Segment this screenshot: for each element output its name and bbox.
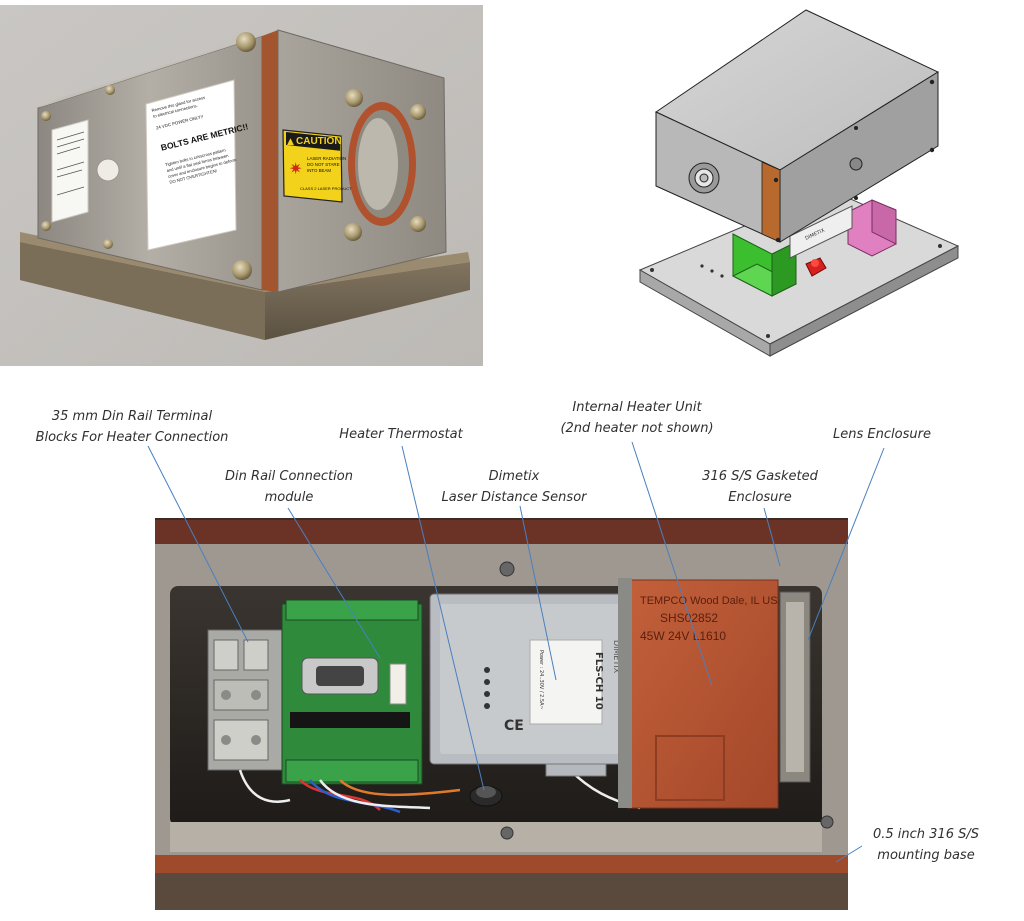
bolt-icon bbox=[105, 85, 115, 95]
cad-render: DIMETIX bbox=[638, 9, 960, 357]
callout-heater-line1: Internal Heater Unit bbox=[572, 400, 702, 415]
dimetix-laser-sensor: FLS-CH 10 Power : 24..30V / 2.5A~ DIMETI… bbox=[429, 593, 631, 777]
heater-label-line: 45W 24V L1610 bbox=[640, 629, 726, 643]
callout-leader-lines bbox=[147, 441, 885, 863]
bolt-icon bbox=[410, 216, 426, 232]
lens-window bbox=[348, 102, 416, 226]
caution-label: CAUTION ▲ ✷ LASER RADIATION DO NOT STARE… bbox=[282, 129, 352, 203]
internal-heater-unit: TEMPCO Wood Dale, IL USA SHS02852 45W 24… bbox=[618, 578, 786, 809]
lens-enclosure bbox=[779, 591, 811, 783]
callout-din-terminal-line1: 35 mm Din Rail Terminal bbox=[52, 409, 213, 424]
leader-dimetix bbox=[519, 505, 557, 681]
din-terminal-blocks bbox=[207, 629, 283, 771]
callout-lens: Lens Enclosure bbox=[833, 427, 931, 442]
bolt-icon bbox=[41, 221, 51, 231]
callout-dimetix-line1: Dimetix bbox=[489, 469, 540, 484]
ce-mark: CE bbox=[504, 718, 524, 734]
bolt-icon bbox=[232, 260, 252, 280]
mounting-base-plate bbox=[20, 232, 470, 340]
small-side-label bbox=[51, 119, 89, 223]
caution-line: INTO BEAM bbox=[307, 168, 331, 173]
callout-din-terminal-line2: Blocks For Heater Connection bbox=[36, 430, 229, 445]
callout-heater-line2: (2nd heater not shown) bbox=[560, 421, 713, 436]
sensor-model-text: FLS-CH 10 bbox=[593, 652, 604, 710]
bolts-metric-label: Remove this gland for access to electric… bbox=[145, 79, 249, 251]
bolt-icon bbox=[236, 32, 256, 52]
callout-din-module-line1: Din Rail Connection bbox=[225, 469, 353, 484]
leader-heater bbox=[631, 441, 713, 687]
warning-triangle-icon: ▲ bbox=[287, 137, 294, 147]
cad-pink-bracket bbox=[847, 199, 897, 257]
leader-din-module bbox=[287, 507, 381, 659]
caution-line: CLASS 2 LASER PRODUCT bbox=[300, 186, 352, 191]
internals-photo: FLS-CH 10 Power : 24..30V / 2.5A~ DIMETI… bbox=[155, 518, 848, 910]
caution-heading: CAUTION bbox=[296, 136, 342, 147]
laser-starburst-icon: ✷ bbox=[289, 159, 302, 178]
bolt-icon bbox=[103, 239, 113, 249]
leader-din-terminal bbox=[147, 445, 249, 643]
callout-dimetix-line2: Laser Distance Sensor bbox=[442, 490, 589, 505]
cad-sensor-body: DIMETIX bbox=[789, 205, 853, 259]
gasket-strip bbox=[262, 30, 278, 292]
callout-labels: 35 mm Din Rail Terminal Blocks For Heate… bbox=[36, 400, 979, 863]
heater-thermostat bbox=[469, 785, 503, 807]
bolt-icon bbox=[41, 111, 51, 121]
enclosure-photo: Remove this gland for access to electric… bbox=[0, 5, 483, 366]
leader-lens bbox=[807, 447, 885, 641]
callout-base-line1: 0.5 inch 316 S/S bbox=[873, 827, 979, 842]
sensor-power-text: Power : 24..30V / 2.5A~ bbox=[538, 650, 544, 710]
sensor-brand-text: DIMETIX bbox=[612, 640, 621, 674]
callout-base-line2: mounting base bbox=[877, 848, 974, 863]
caution-line: DO NOT STARE bbox=[307, 162, 340, 167]
bolt-icon bbox=[344, 223, 362, 241]
callout-thermostat: Heater Thermostat bbox=[339, 427, 463, 442]
bolt-icon bbox=[410, 104, 426, 120]
callout-gasket-line1: 316 S/S Gasketed bbox=[702, 469, 818, 484]
cad-red-fitting bbox=[805, 257, 827, 277]
bolt-icon bbox=[345, 89, 363, 107]
leader-gasket bbox=[763, 507, 781, 567]
leader-thermostat bbox=[401, 445, 485, 791]
heater-label-line: TEMPCO Wood Dale, IL USA bbox=[640, 595, 786, 607]
caution-line: LASER RADIATION bbox=[307, 156, 346, 161]
enclosure-bolts bbox=[41, 32, 426, 280]
din-rail-connection-module bbox=[281, 599, 423, 785]
callout-gasket-line2: Enclosure bbox=[728, 490, 792, 505]
leader-base bbox=[835, 845, 863, 863]
cad-green-bracket bbox=[731, 233, 798, 297]
callout-din-module-line2: module bbox=[265, 490, 314, 505]
cad-enclosure-box bbox=[654, 9, 940, 243]
cable-gland bbox=[96, 158, 120, 182]
